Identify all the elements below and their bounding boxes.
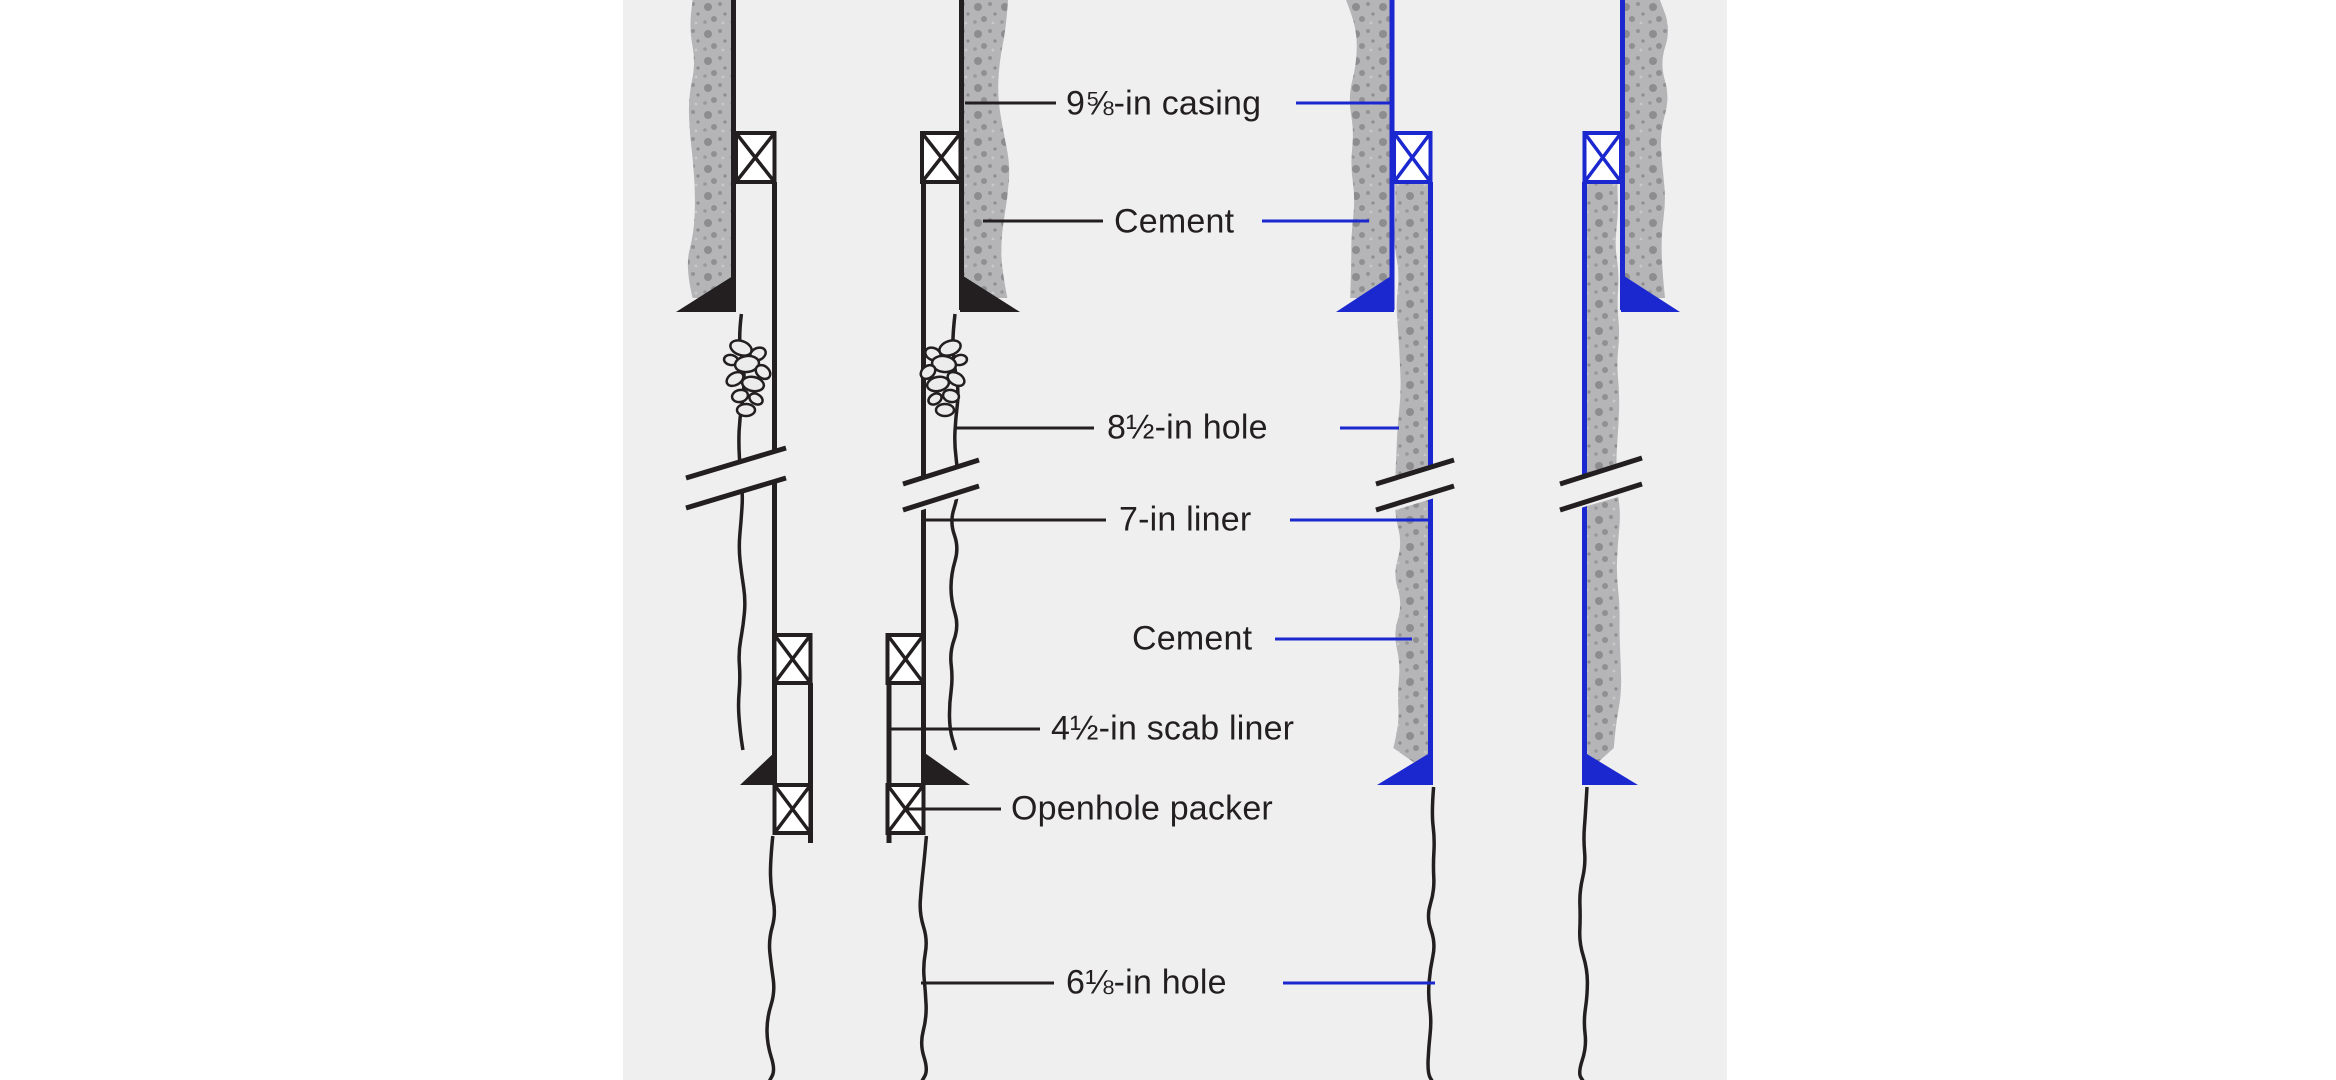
well2-casing-cement <box>962 0 1010 298</box>
well1-rubble <box>721 336 775 418</box>
well3-hole-6eighth <box>1426 786 1436 1080</box>
label-7-in-liner: 7-in liner <box>1119 500 1252 539</box>
label-9-5-8-casing: 9⅝-in casing <box>1066 84 1262 123</box>
well2-hole-6eighth <box>918 835 929 1080</box>
label-6-eighth-hole: 6⅛-in hole <box>1066 963 1227 1002</box>
well1-hole-6eighth <box>765 835 777 1080</box>
well3-liner-hanger-packer <box>1392 131 1433 184</box>
label-8-half-hole: 8½-in hole <box>1107 408 1268 447</box>
well1-liner-shoe <box>740 751 776 785</box>
well3-liner-shoe <box>1377 751 1433 785</box>
well1-liner-hanger-packer <box>734 131 777 184</box>
well4-liner-shoe <box>1582 751 1638 785</box>
well1-openhole-packer <box>772 783 813 835</box>
well4-liner-hanger-packer <box>1582 131 1623 184</box>
label-openhole-packer: Openhole packer <box>1011 789 1273 828</box>
well4-casing-shoe <box>1621 274 1680 312</box>
packer-boxes <box>734 131 1623 835</box>
well2-break <box>902 457 980 516</box>
leader-lines <box>889 101 1435 985</box>
label-4-half-scab-liner: 4½-in scab liner <box>1051 709 1295 748</box>
well4-break <box>1559 455 1643 514</box>
well1-scab-hanger-packer <box>772 633 813 685</box>
label-cement-liner: Cement <box>1132 619 1253 658</box>
blue-leaders <box>1262 101 1435 985</box>
black-leaders <box>889 101 1106 985</box>
label-cement-top: Cement <box>1114 202 1235 241</box>
well2-scab-hanger-packer <box>885 633 926 685</box>
well2-casing-shoe <box>960 274 1020 312</box>
depth-breaks <box>685 445 1643 516</box>
well2-liner-hanger-packer <box>920 131 963 184</box>
well3-casing-shoe <box>1336 274 1394 312</box>
well3-casing-cement <box>1346 0 1392 298</box>
well1-break <box>685 445 787 511</box>
well1-casing-shoe <box>676 274 736 312</box>
well4-casing-cement <box>1623 0 1668 298</box>
well2-liner-shoe <box>922 751 970 785</box>
well1-casing-cement <box>687 0 733 298</box>
shoe-triangles <box>676 274 1680 785</box>
figure-panel <box>623 0 1727 1080</box>
well3-break <box>1375 457 1455 516</box>
well4-hole-6eighth <box>1577 786 1590 1080</box>
